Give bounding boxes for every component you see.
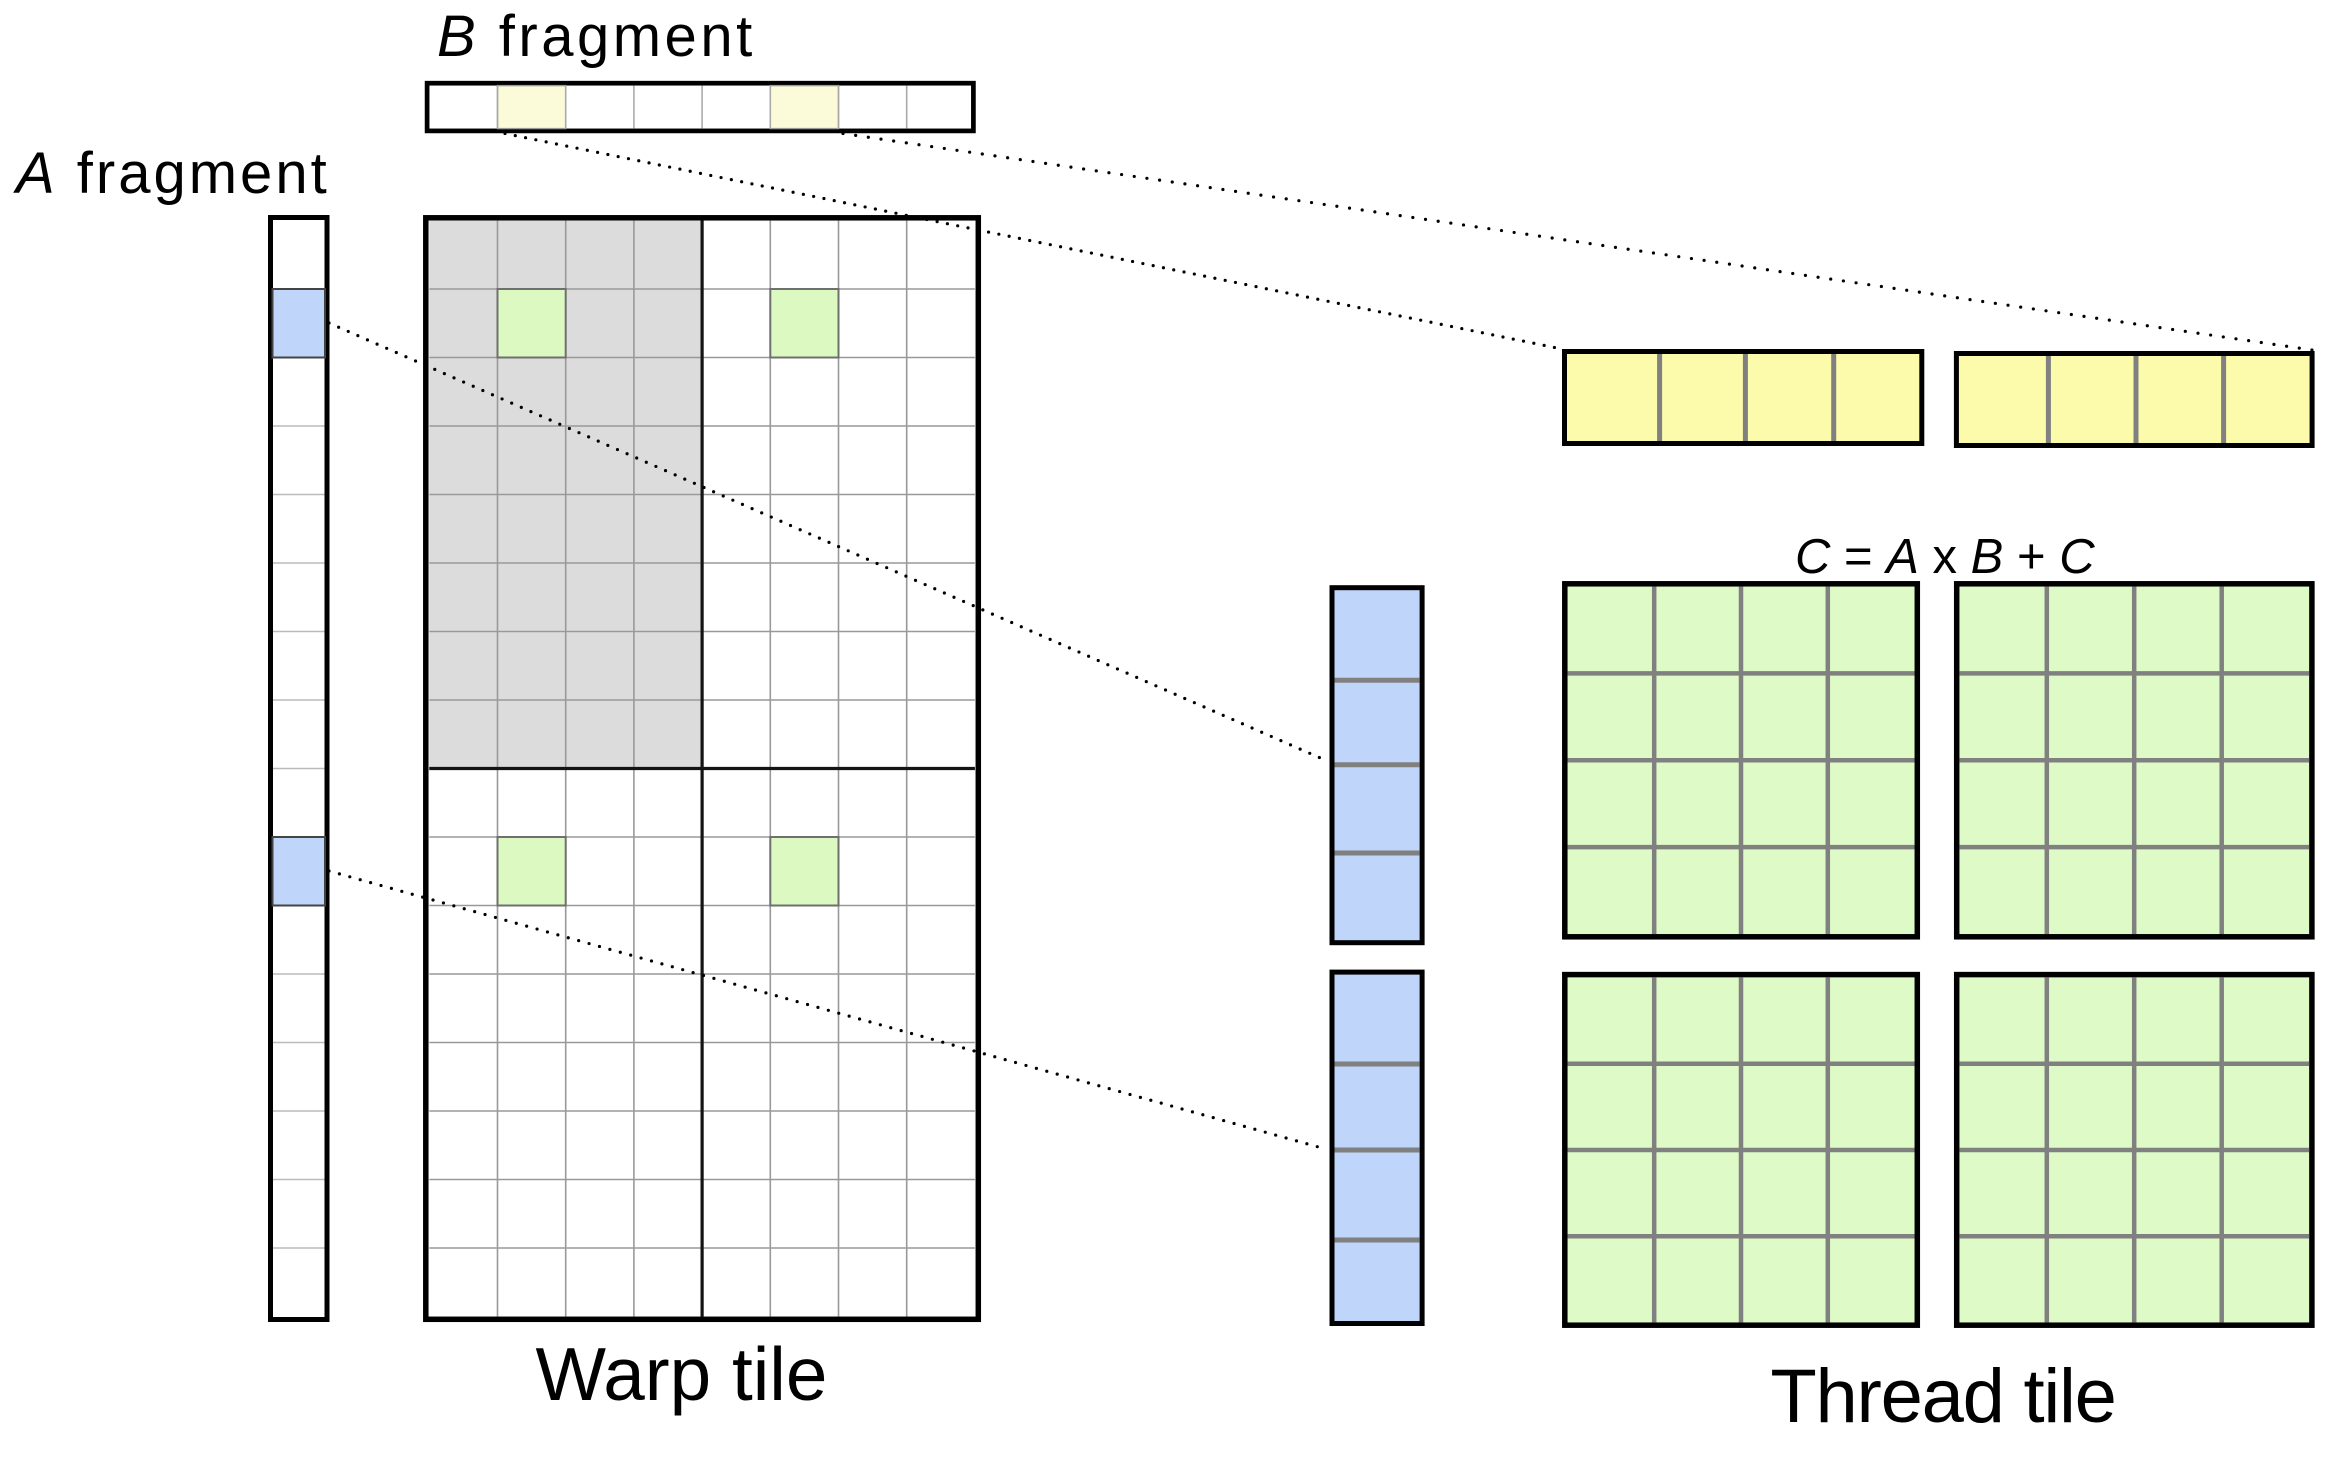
svg-text:A fragment: A fragment <box>13 141 330 206</box>
svg-text:Warp tile: Warp tile <box>536 1332 828 1416</box>
svg-text:C = A x B + C: C = A x B + C <box>1795 530 2095 584</box>
svg-text:Thread tile: Thread tile <box>1770 1354 2115 1439</box>
svg-text:B fragment: B fragment <box>437 4 756 69</box>
